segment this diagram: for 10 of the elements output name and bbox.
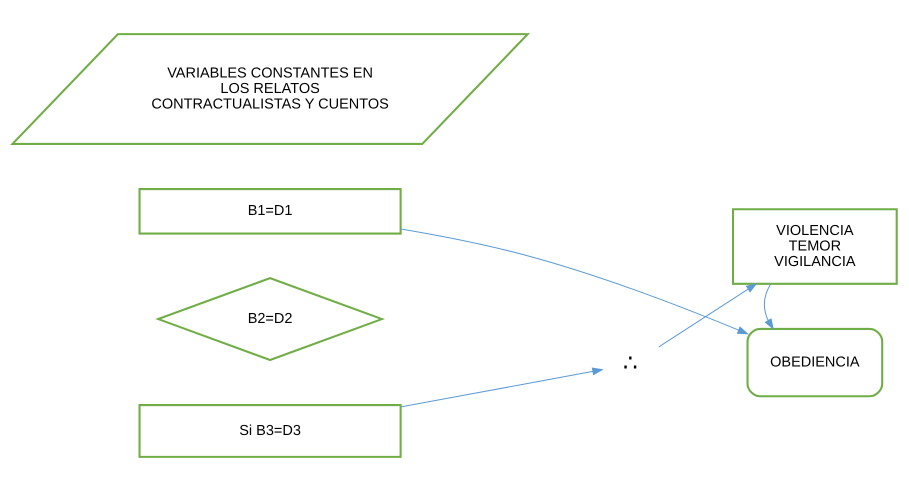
arrow: [400, 367, 604, 407]
node-box: VIOLENCIA TEMOR VIGILANCIA: [732, 208, 898, 284]
node-box: Si B3=D3: [138, 404, 402, 458]
node-text: ∴: [622, 348, 638, 375]
arrow: [764, 283, 774, 330]
arrow: [658, 282, 758, 347]
arrow: [400, 228, 749, 334]
node-box: OBEDIENCIA: [746, 327, 884, 397]
node-box: B1=D1: [138, 188, 402, 234]
node-diamond: B2=D2: [155, 276, 385, 361]
